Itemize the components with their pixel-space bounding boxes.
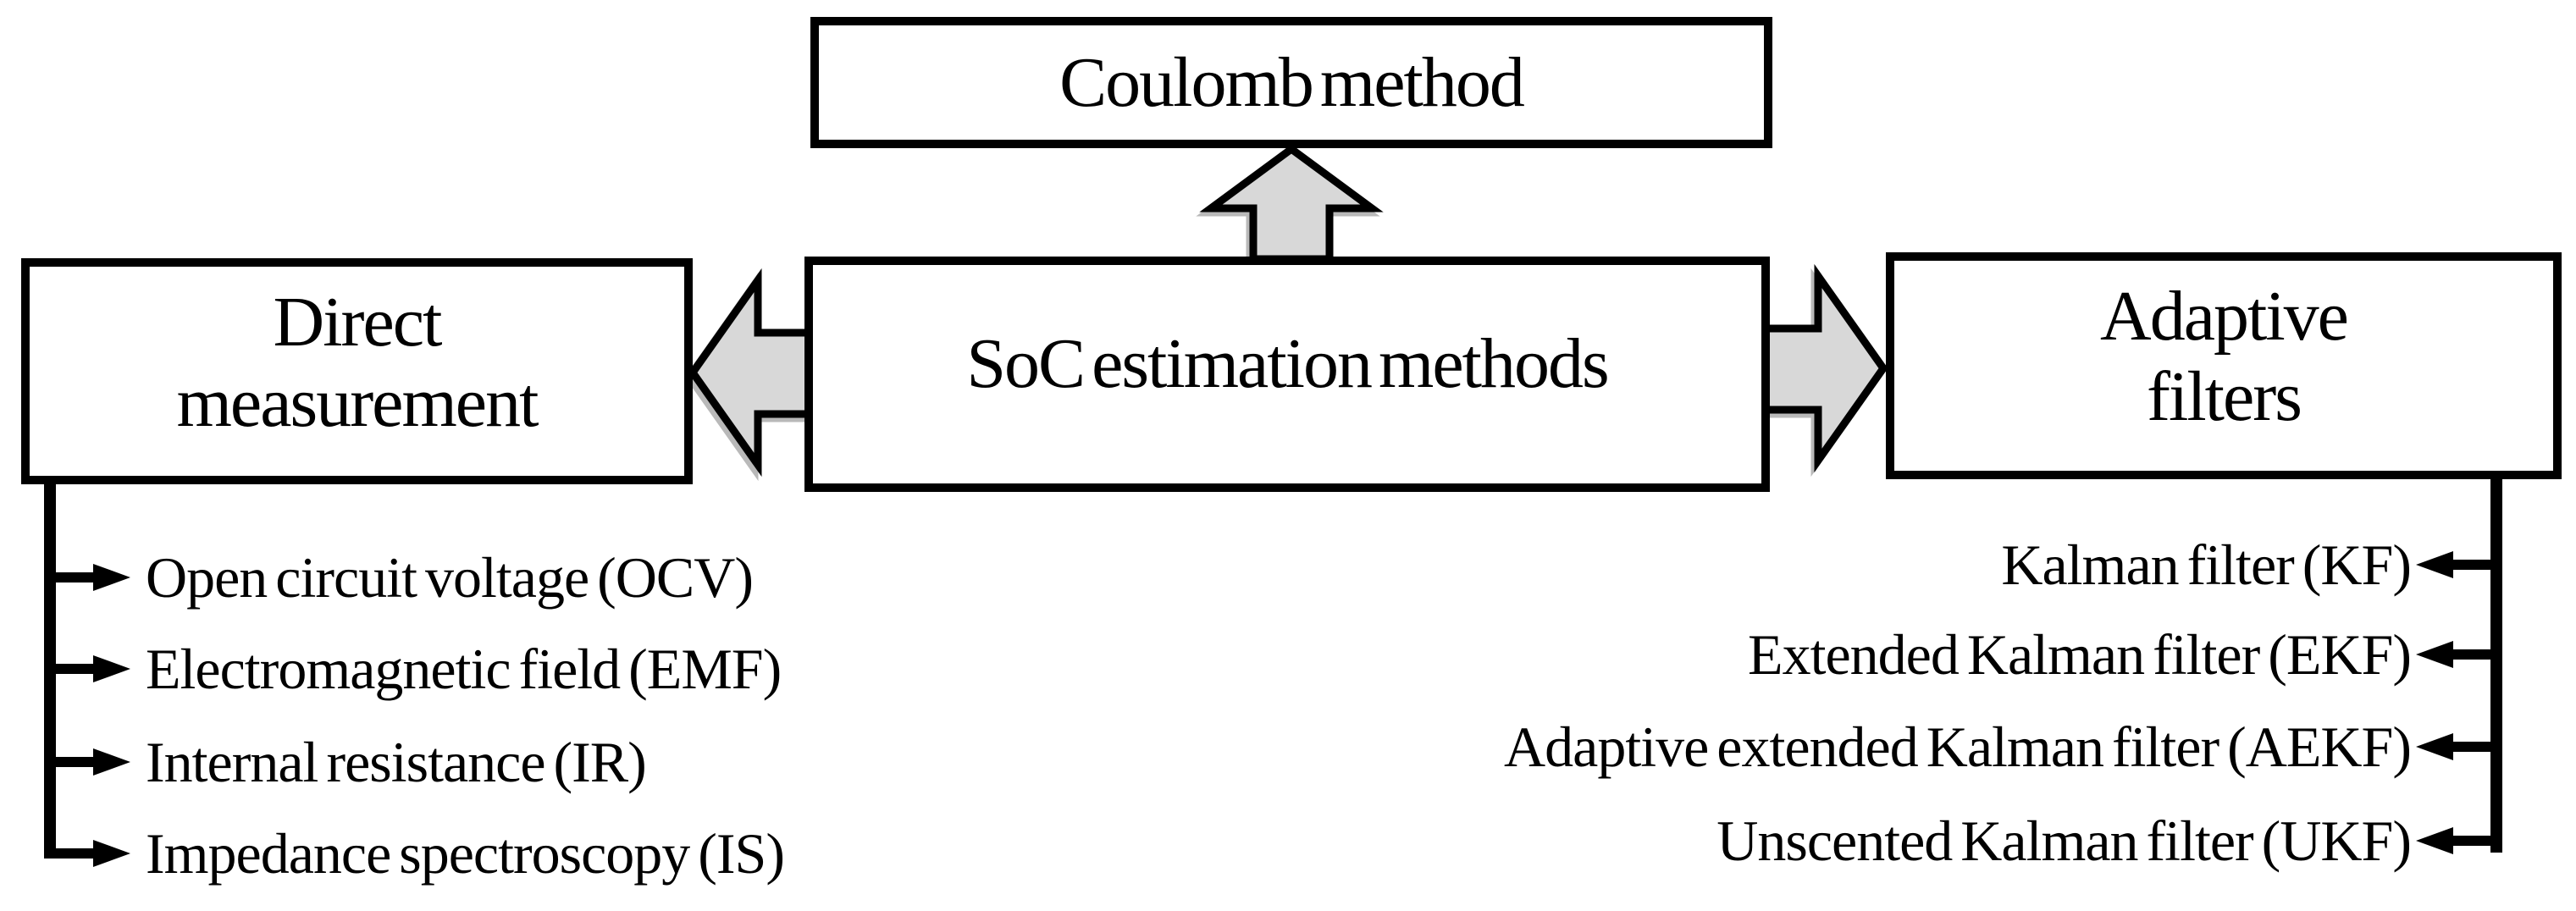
adaptive-branch-line-4 bbox=[2453, 836, 2502, 846]
adaptive-filters-label: Adaptive filters bbox=[2100, 276, 2349, 437]
left-block-arrow-shape bbox=[688, 268, 816, 478]
left-block-arrow-icon bbox=[688, 268, 816, 478]
adaptive-branch-line-2 bbox=[2453, 649, 2502, 660]
adaptive-item-ekf: Extended Kalman filter (EKF) bbox=[1748, 622, 2412, 687]
direct-branch-line-2 bbox=[44, 664, 93, 674]
right-block-arrow-icon bbox=[1760, 263, 1888, 473]
right-arrowhead-icon bbox=[93, 564, 130, 591]
up-block-arrow-icon bbox=[1199, 144, 1384, 263]
direct-item-is: Impedance spectroscopy (IS) bbox=[146, 821, 785, 886]
direct-item-emf: Electromagnetic field (EMF) bbox=[146, 637, 782, 701]
up-block-arrow-shape bbox=[1199, 144, 1384, 263]
direct-branch-line-1 bbox=[44, 572, 93, 582]
soc-estimation-methods-box: SoC estimation methods bbox=[804, 257, 1770, 492]
adaptive-branch-line-3 bbox=[2453, 742, 2502, 752]
left-arrowhead-icon bbox=[2416, 827, 2453, 854]
left-arrowhead-icon bbox=[2416, 641, 2453, 668]
left-arrowhead-icon bbox=[2416, 551, 2453, 578]
adaptive-branch-line-1 bbox=[2453, 560, 2502, 570]
adaptive-filters-label-line2: filters bbox=[2147, 357, 2302, 436]
right-arrowhead-icon bbox=[93, 655, 130, 682]
direct-measurement-box: Direct measurement bbox=[21, 258, 693, 484]
coulomb-method-box: Coulomb method bbox=[810, 17, 1772, 148]
direct-measurement-label-line2: measurement bbox=[176, 362, 539, 442]
adaptive-item-ukf: Unscented Kalman filter (UKF) bbox=[1716, 809, 2412, 873]
adaptive-branch-vertical-line bbox=[2490, 472, 2502, 853]
direct-branch-line-3 bbox=[44, 757, 93, 767]
direct-measurement-label: Direct measurement bbox=[176, 282, 539, 443]
coulomb-method-label: Coulomb method bbox=[1059, 43, 1525, 122]
adaptive-item-aekf: Adaptive extended Kalman filter (AEKF) bbox=[1504, 715, 2412, 779]
adaptive-filters-box: Adaptive filters bbox=[1886, 252, 2562, 479]
direct-item-ocv: Open circuit voltage (OCV) bbox=[146, 545, 754, 610]
adaptive-item-kf: Kalman filter (KF) bbox=[2001, 533, 2412, 597]
direct-branch-line-4 bbox=[44, 848, 93, 859]
right-block-arrow-shape bbox=[1760, 263, 1888, 473]
adaptive-filters-label-line1: Adaptive bbox=[2100, 277, 2349, 356]
left-arrowhead-icon bbox=[2416, 733, 2453, 760]
right-arrowhead-icon bbox=[93, 840, 130, 867]
direct-item-ir: Internal resistance (IR) bbox=[146, 730, 647, 794]
direct-measurement-label-line1: Direct bbox=[273, 282, 443, 362]
soc-estimation-methods-label: SoC estimation methods bbox=[966, 323, 1609, 403]
right-arrowhead-icon bbox=[93, 748, 130, 776]
